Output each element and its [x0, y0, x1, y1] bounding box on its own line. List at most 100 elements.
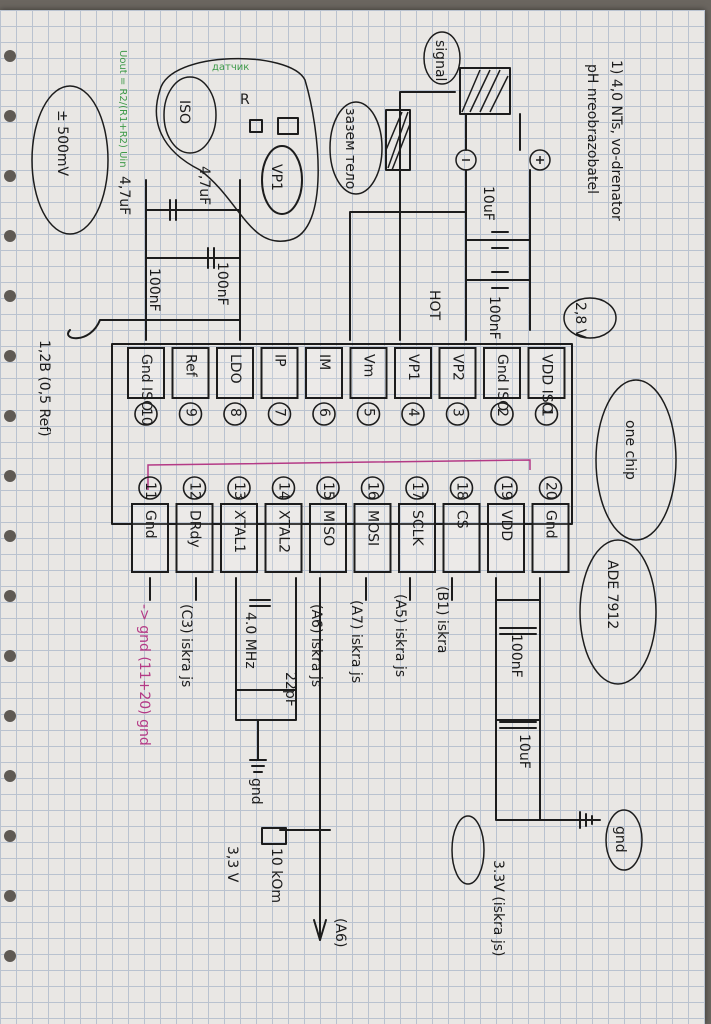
- bottom-pin-box-13: [220, 503, 258, 573]
- conn-a5: (A5) iskra js: [392, 594, 408, 677]
- zazem-label: зазем тело: [342, 108, 358, 189]
- top-pin-label-1: VDD ISO: [539, 354, 555, 414]
- bottom-pin-num-11: 11: [142, 482, 158, 500]
- bottom-pin-label-11: Gnd: [142, 510, 158, 539]
- top-pin-label-9: Ref: [183, 354, 199, 378]
- conn-a6-bottom: (A6): [332, 918, 348, 947]
- cap-22pf-label: 22pF: [282, 672, 298, 707]
- cap-100nf-r-label: 100nF: [508, 634, 524, 678]
- top-pin-num-circle-4: [401, 402, 425, 426]
- bottom-pin-box-11: [131, 503, 169, 573]
- chip-note: one chip: [622, 420, 638, 480]
- bottom-pin-label-15: MISO: [320, 510, 336, 546]
- top-pin-num-10: 10: [138, 408, 154, 426]
- bottom-pin-box-12: [175, 503, 214, 573]
- ref-note: 1,2B (0,5 Ref): [36, 340, 52, 437]
- header-subtitle: pH nreobrazobatel: [584, 64, 600, 194]
- bottom-pin-label-13: XTAL1: [231, 510, 247, 553]
- green-note: датчик: [212, 62, 249, 73]
- top-pin-num-7: 7: [272, 408, 288, 417]
- bottom-pin-label-17: SCLK: [409, 510, 425, 546]
- bottom-pin-num-17: 17: [409, 482, 425, 500]
- bottom-pin-row: Gnd11DRdy12XTAL113XTAL214MISO15MOSI16SCL…: [131, 476, 570, 573]
- iso-label: ISO: [176, 100, 192, 124]
- top-pin-num-circle-8: [223, 402, 247, 426]
- resistor-10k: [261, 827, 287, 845]
- zazem-bubble: [329, 101, 383, 195]
- top-pin-box-9: [171, 347, 210, 399]
- bottom-pin-label-20: Gnd: [543, 510, 559, 539]
- top-pin-label-3: VP2: [450, 354, 466, 381]
- cap-47uf-label: 4,7uF: [116, 176, 132, 215]
- vp1-label: VP1: [268, 164, 284, 191]
- bottom-pin-label-19: VDD: [498, 510, 514, 541]
- bottom-pin-num-14: 14: [276, 482, 292, 500]
- crystal-label: 4.0 MHz: [242, 612, 258, 669]
- bottom-pin-num-13: 13: [231, 482, 247, 500]
- bottom-pin-num-18: 18: [454, 482, 470, 500]
- binder-holes: [4, 50, 18, 1010]
- top-pin-label-2: Gnd ISO: [494, 354, 510, 411]
- conn-a7: (A7) iskra js: [348, 600, 364, 683]
- bottom-pin-label-18: CS: [454, 510, 470, 529]
- conn-b1: (B1) iskra: [434, 586, 450, 654]
- top-pin-num-circle-3: [445, 402, 470, 426]
- cap-10uf-r-label: 10uF: [516, 734, 532, 769]
- bottom-pin-num-15: 15: [320, 482, 336, 500]
- conn-33v-small: 3,3 V: [224, 846, 240, 883]
- top-pin-box-5: [349, 347, 388, 399]
- bottom-pin-num-16: 16: [365, 482, 381, 500]
- gnd-xtal-label: gnd: [248, 778, 264, 805]
- chip-body: [111, 343, 573, 525]
- top-pin-box-3: [438, 347, 477, 399]
- top-pin-label-7: IP: [272, 354, 288, 367]
- gnd-right-label: gnd: [612, 826, 628, 853]
- bottom-pin-num-circle-20: [538, 476, 563, 500]
- header-title: 1) 4,0 NTs, vo-drenator: [608, 60, 624, 221]
- bottom-pin-label-14: XTAL2: [276, 510, 292, 553]
- notebook-page: [0, 10, 705, 1024]
- bottom-pin-box-20: [531, 503, 570, 573]
- top-pin-num-circle-5: [356, 402, 381, 426]
- bottom-pin-box-19: [487, 503, 525, 573]
- top-pin-box-2: [483, 347, 521, 399]
- r-label: R: [240, 92, 250, 108]
- bottom-pin-box-14: [264, 503, 303, 573]
- signal-bubble: [423, 31, 461, 85]
- conn-a6: (A6) iskra js: [308, 604, 324, 687]
- top-pin-box-7: [260, 347, 299, 399]
- bottom-pin-box-17: [398, 503, 436, 573]
- resistor-r1: [249, 119, 263, 133]
- cap-10uf-label: 10uF: [480, 186, 496, 221]
- resistor-r2: [277, 117, 299, 135]
- top-pin-num-4: 4: [405, 408, 421, 417]
- bottom-pin-num-circle-15: [316, 476, 340, 500]
- bottom-pin-num-12: 12: [187, 482, 203, 500]
- cap-100nf-label: 100nF: [486, 296, 502, 340]
- top-pin-box-6: [305, 347, 343, 399]
- top-pin-num-circle-7: [267, 402, 292, 426]
- top-pin-num-9: 9: [183, 408, 199, 417]
- formula-note: Uout = R2/(R1+R2) Uin: [117, 50, 128, 168]
- bottom-pin-num-circle-17: [405, 476, 429, 500]
- top-pin-box-10: [127, 347, 165, 399]
- bottom-pin-box-18: [442, 503, 481, 573]
- bottom-pin-num-19: 19: [498, 482, 514, 500]
- bottom-pin-num-circle-18: [449, 476, 474, 500]
- small-note: ± 500mV: [54, 110, 70, 177]
- bottom-pin-box-15: [309, 503, 347, 573]
- hot-label: HOT: [426, 290, 442, 321]
- top-pin-num-5: 5: [361, 408, 377, 417]
- bottom-pin-num-circle-19: [494, 476, 518, 500]
- conn-c3: (C3) iskra js: [178, 604, 194, 687]
- voltage-bubble: [563, 297, 617, 339]
- signal-label: signal: [432, 40, 448, 81]
- conn-33v: 3.3V (iskra js): [490, 860, 506, 956]
- bottom-pin-num-20: 20: [543, 482, 559, 500]
- top-pin-num-circle-9: [178, 402, 203, 426]
- top-pin-num-8: 8: [227, 408, 243, 417]
- chip-name: ADE 7912: [604, 560, 620, 629]
- top-pin-label-10: Gnd ISO: [138, 354, 154, 411]
